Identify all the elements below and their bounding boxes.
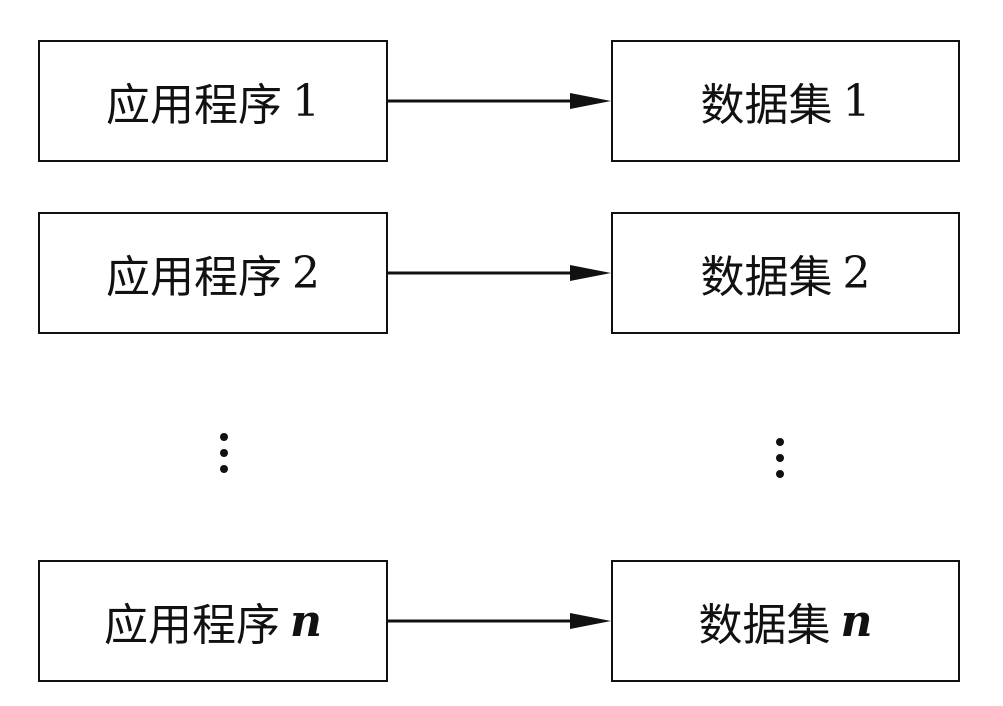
app-label: 应用程序 [104, 600, 280, 651]
app-label: 应用程序 [106, 80, 282, 131]
dataset-label: 数据集 [700, 80, 833, 131]
arrow-row-2 [388, 265, 611, 281]
app-number: 1 [292, 75, 320, 127]
arrow-row-n [388, 613, 611, 629]
dataset-number: n [840, 595, 873, 647]
vertical-ellipsis-right [770, 438, 790, 478]
app-label: 应用程序 [106, 252, 282, 303]
app-number: 2 [292, 247, 320, 299]
dataset-label: 数据集 [698, 600, 831, 651]
dataset-number: 2 [842, 247, 871, 299]
vertical-ellipsis-left [214, 433, 234, 473]
dataset-number: 1 [842, 75, 871, 127]
app-number: n [290, 595, 322, 647]
arrow-row-1 [388, 93, 611, 109]
dataset-label: 数据集 [700, 252, 833, 303]
